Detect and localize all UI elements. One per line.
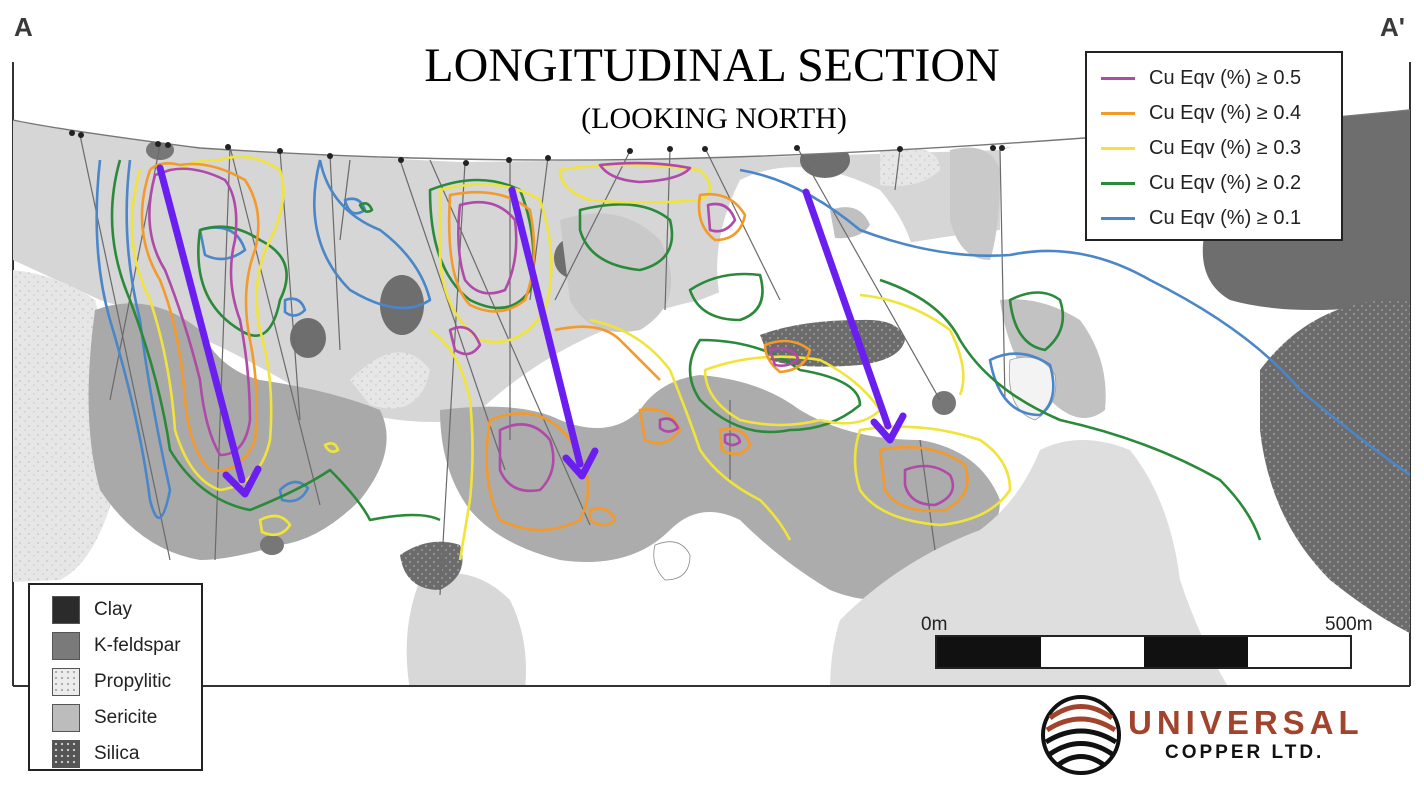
vector-arrows — [156, 164, 907, 498]
legend-label: Sericite — [94, 707, 158, 728]
legend-item-cu-0-4: Cu Eqv (%) ≥ 0.4 — [1101, 96, 1301, 130]
scale-bar — [935, 635, 1352, 669]
legend-label: Cu Eqv (%) ≥ 0.2 — [1149, 171, 1302, 194]
legend-label: Cu Eqv (%) ≥ 0.4 — [1149, 101, 1302, 124]
legend-item-sericite: Sericite — [52, 701, 157, 735]
arrow-central — [508, 186, 599, 480]
legend-item-silica: Silica — [52, 737, 139, 771]
scale-start-label: 0m — [921, 614, 948, 635]
legend-item-clay: Clay — [52, 593, 132, 627]
k-feldspar-zone-west — [88, 303, 387, 560]
legend-swatch — [1101, 216, 1135, 220]
legend-label: Cu Eqv (%) ≥ 0.5 — [1149, 66, 1302, 89]
legend-swatch — [52, 596, 80, 624]
legend-swatch — [1101, 111, 1135, 115]
alteration-legend: Clay K-feldspar Propylitic Sericite Sili… — [28, 583, 203, 771]
legend-label: Propylitic — [94, 671, 172, 692]
section-end-label: A' — [1380, 12, 1405, 42]
legend-swatch — [1101, 76, 1135, 80]
figure-subtitle: (LOOKING NORTH) — [581, 102, 847, 135]
grade-contour-legend: Cu Eqv (%) ≥ 0.5 Cu Eqv (%) ≥ 0.4 Cu Eqv… — [1085, 51, 1343, 241]
company-tagline: COPPER LTD. — [1165, 742, 1325, 763]
silica-zone-east — [1260, 298, 1410, 640]
universal-copper-logo-mark — [1041, 695, 1121, 775]
legend-swatch — [1101, 181, 1135, 185]
section-start-label: A — [14, 12, 33, 42]
legend-label: Cu Eqv (%) ≥ 0.3 — [1149, 136, 1302, 159]
legend-swatch — [52, 668, 80, 696]
legend-item-cu-0-1: Cu Eqv (%) ≥ 0.1 — [1101, 201, 1301, 235]
legend-label: K-feldspar — [94, 635, 181, 656]
k-feldspar-zone-central — [440, 375, 1000, 600]
legend-item-cu-0-3: Cu Eqv (%) ≥ 0.3 — [1101, 131, 1301, 165]
company-name: UNIVERSAL — [1128, 704, 1364, 741]
legend-swatch — [52, 704, 80, 732]
legend-item-k-feldspar: K-feldspar — [52, 629, 181, 663]
arrow-west — [156, 164, 262, 498]
alteration-zones — [13, 110, 1410, 685]
legend-swatch — [1101, 146, 1135, 150]
drill-collars — [69, 130, 1005, 166]
legend-swatch — [52, 632, 80, 660]
legend-label: Silica — [94, 743, 140, 764]
legend-swatch — [52, 740, 80, 768]
scale-end-label: 500m — [1325, 614, 1373, 635]
legend-label: Cu Eqv (%) ≥ 0.1 — [1149, 206, 1302, 229]
legend-item-cu-0-2: Cu Eqv (%) ≥ 0.2 — [1101, 166, 1301, 200]
arrow-east — [802, 188, 907, 444]
legend-item-cu-0-5: Cu Eqv (%) ≥ 0.5 — [1101, 61, 1301, 95]
legend-label: Clay — [94, 599, 133, 620]
figure-title: LONGITUDINAL SECTION — [424, 39, 1000, 92]
legend-item-propylitic: Propylitic — [52, 665, 171, 699]
